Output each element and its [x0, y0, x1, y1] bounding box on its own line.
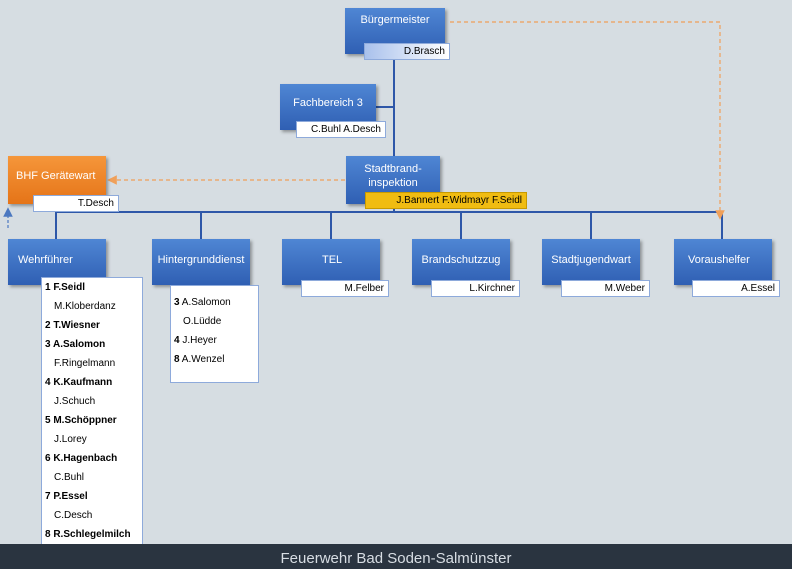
hintergrund-list-name: A.Wenzel [181, 354, 225, 365]
bhf-title: BHF Gerätewart [16, 170, 96, 182]
box-hintergrunddienst[interactable]: Hintergrunddienst [152, 239, 250, 285]
connector-hintergrund [200, 211, 202, 239]
brandschutz-person: L.Kirchner [431, 280, 520, 297]
hintergrund-title: Hintergrunddienst [157, 254, 245, 266]
wehrfuehrer-list-item: 5 M.Schöppner [45, 415, 117, 426]
connector-mayor-down [393, 58, 395, 156]
voraushelfer-title: Voraushelfer [688, 254, 750, 266]
wehrfuehrer-list-item: 3 A.Salomon [45, 339, 106, 350]
hintergrund-list-name: A.Salomon [181, 297, 231, 308]
hintergrund-list-item: O.Lüdde [171, 312, 258, 331]
connector-brandschutz [460, 211, 462, 239]
wehrfuehrer-list-item: M.Kloberdanz [54, 301, 116, 312]
wehrfuehrer-list-item: 2 T.Wiesner [45, 320, 100, 331]
hintergrund-list-item: 4 J.Heyer [171, 331, 258, 350]
hintergrund-list-item: 8 A.Wenzel [171, 350, 258, 369]
hintergrund-list-name: O.Lüdde [183, 316, 222, 327]
footer-banner: Feuerwehr Bad Soden-Salmünster [0, 544, 792, 569]
wehrfuehrer-list-item: F.Ringelmann [54, 358, 116, 369]
hintergrund-list-number: 8 [174, 354, 180, 365]
fachbereich-title: Fachbereich 3 [293, 97, 363, 109]
connector-horizontal-bus [55, 211, 723, 213]
connector-voraushelfer [721, 211, 723, 239]
box-brandschutzzug[interactable]: Brandschutzzug [412, 239, 510, 285]
box-stadtjugendwart[interactable]: Stadtjugendwart [542, 239, 640, 285]
box-tel[interactable]: TEL [282, 239, 380, 285]
wehrfuehrer-list-item: C.Buhl [54, 472, 85, 483]
connector-jugendwart [590, 211, 592, 239]
connector-wehrfuehrer [55, 211, 57, 239]
brandschutz-title: Brandschutzzug [421, 254, 501, 266]
buergermeister-person: D.Brasch [364, 43, 450, 60]
bhf-person: T.Desch [33, 195, 119, 212]
jugendwart-person: M.Weber [561, 280, 650, 297]
wehrfuehrer-list-item: 6 K.Hagenbach [45, 453, 118, 464]
connector-tel [330, 211, 332, 239]
wehrfuehrer-list-item: 1 F.Seidl [45, 282, 86, 293]
wehrfuehrer-list-item: J.Schuch [54, 396, 96, 407]
connector-fachbereich [375, 106, 394, 108]
tel-person: M.Felber [301, 280, 389, 297]
arrow-mayor-to-voraushelfer [450, 21, 725, 220]
wehrfuehrer-list-item: 8 R.Schlegelmilch [45, 529, 131, 540]
stadtbrand-title-line2: inspektion [368, 177, 418, 189]
jugendwart-title: Stadtjugendwart [551, 254, 631, 266]
hintergrund-list-number: 4 [174, 335, 180, 346]
voraushelfer-person: A.Essel [692, 280, 780, 297]
wehrfuehrer-list-item: 4 K.Kaufmann [45, 377, 113, 388]
stadtbrand-person: J.Bannert F.Widmayr F.Seidl [365, 192, 527, 209]
hintergrund-list-number: 3 [174, 297, 180, 308]
fachbereich-person: C.Buhl A.Desch [296, 121, 386, 138]
wehrfuehrer-title: Wehrführer [18, 254, 73, 266]
stadtbrand-title-line1: Stadtbrand- [364, 163, 422, 175]
hintergrund-list-item: 3 A.Salomon [171, 293, 258, 312]
buergermeister-title: Bürgermeister [360, 14, 430, 26]
wehrfuehrer-list-item: J.Lorey [54, 434, 87, 445]
box-voraushelfer[interactable]: Voraushelfer [674, 239, 772, 285]
wehrfuehrer-list-item: C.Desch [54, 510, 93, 521]
wehrfuehrer-list-item: 7 P.Essel [45, 491, 88, 502]
tel-title: TEL [322, 254, 343, 266]
footer-title: Feuerwehr Bad Soden-Salmünster [280, 550, 512, 567]
connector-stadtbrand-down [393, 208, 395, 212]
hintergrund-list-name: J.Heyer [182, 335, 217, 346]
